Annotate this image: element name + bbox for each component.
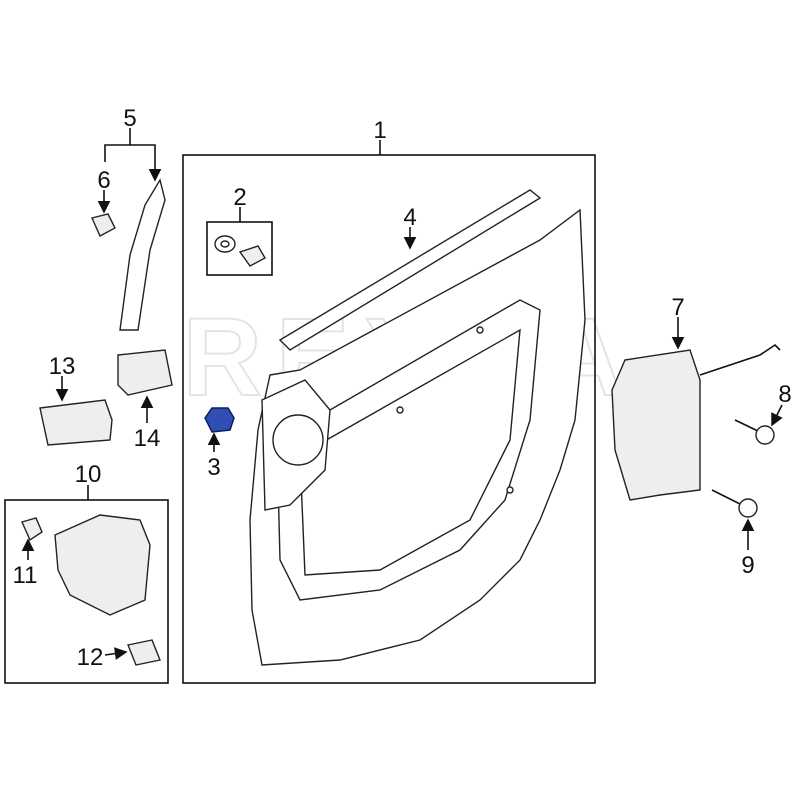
callout-4: 4 — [403, 204, 416, 231]
callout-3: 3 — [207, 454, 220, 481]
pillar-clip — [91, 213, 116, 237]
door-trim-panel — [249, 208, 586, 666]
armrest-cap — [127, 639, 161, 666]
callout-6: 6 — [97, 167, 110, 194]
callout-1: 1 — [373, 117, 386, 144]
door-panel-group-box — [182, 154, 596, 684]
clip-and-washer — [214, 235, 266, 267]
armrest-group-box — [4, 499, 169, 684]
armrest-clip — [21, 517, 43, 542]
door-lock-actuator — [611, 343, 781, 501]
callout-8: 8 — [778, 381, 791, 408]
armrest — [54, 514, 151, 616]
callout-5: 5 — [123, 105, 136, 132]
callout-10: 10 — [75, 461, 102, 488]
pillar-trim — [119, 178, 166, 331]
window-switch — [117, 349, 173, 396]
screw-8 — [734, 419, 775, 445]
callout-9: 9 — [741, 552, 754, 579]
callout-7: 7 — [671, 294, 684, 321]
callout-12: 12 — [77, 644, 104, 671]
callout-14: 14 — [134, 425, 161, 452]
callout-2: 2 — [233, 184, 246, 211]
highlighted-clip-part-3 — [204, 407, 235, 433]
screw-9 — [711, 489, 758, 518]
belt-molding — [278, 189, 542, 351]
callout-13: 13 — [49, 353, 76, 380]
callout-11: 11 — [13, 562, 38, 589]
switch-bezel — [39, 399, 113, 446]
